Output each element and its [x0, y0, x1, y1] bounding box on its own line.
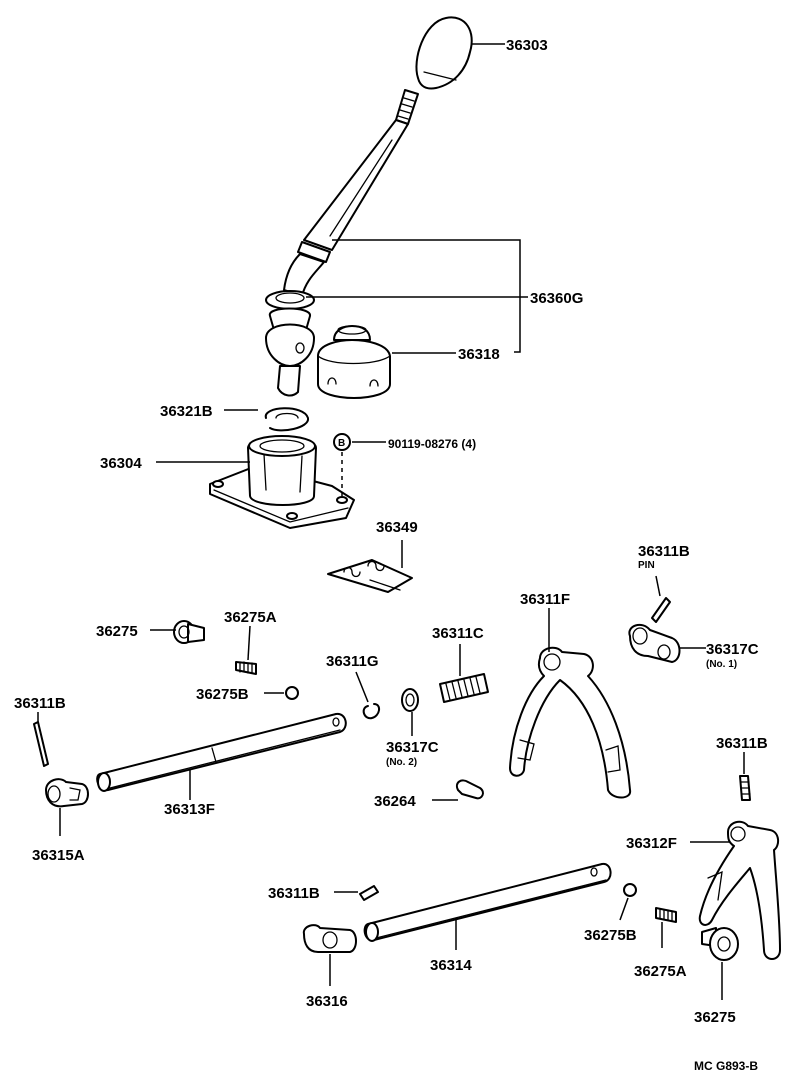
pin-right [739, 775, 751, 801]
plug-lower [701, 927, 739, 961]
label-36312F: 36312F [626, 835, 677, 852]
label-36315A: 36315A [32, 847, 85, 864]
label-36311G: 36311G [326, 653, 379, 670]
label-36303: 36303 [506, 37, 548, 54]
label-36311B-right: 36311B [716, 735, 768, 752]
label-36311C: 36311C [432, 625, 484, 642]
shift-fork-lower [698, 820, 781, 960]
label-36311B-bottom: 36311B [268, 885, 320, 902]
diagram-code: MC G893-B [694, 1059, 758, 1073]
label-36275-top: 36275 [96, 623, 138, 640]
pin-36264 [456, 779, 484, 800]
label-36264: 36264 [374, 793, 416, 810]
label-36311B-left: 36311B [14, 695, 66, 712]
pin-left [33, 721, 49, 767]
spring-36311C [439, 673, 489, 703]
shift-shaft-upper [96, 712, 347, 792]
spring-36275A-lower [655, 907, 677, 923]
leader-36311G [355, 671, 369, 703]
plug-upper [173, 620, 205, 644]
spring-36275A-upper [235, 661, 257, 675]
label-pin: PIN [638, 560, 655, 571]
pin-upper [651, 597, 671, 623]
ring-no2 [401, 688, 419, 712]
label-36275B-bottom: 36275B [584, 927, 637, 944]
label-36311B-pin: 36311B [638, 543, 690, 560]
shift-fork-upper [509, 646, 632, 799]
label-36314: 36314 [430, 957, 472, 974]
snap-ring [264, 407, 309, 432]
label-36316: 36316 [306, 993, 348, 1010]
label-36275A-bottom: 36275A [634, 963, 687, 980]
leader-36275A-top [247, 625, 251, 661]
bolt-mark: B [338, 438, 345, 449]
pin-bottom [359, 885, 379, 901]
lever-retainer [209, 435, 355, 529]
spring-36311G [362, 703, 380, 720]
label-no1: (No. 1) [706, 659, 737, 670]
dust-boot [317, 325, 391, 399]
spring-plate [327, 559, 413, 593]
label-36321B: 36321B [160, 403, 213, 420]
leader-bracket-36360G [332, 239, 521, 353]
shift-head-no1 [628, 623, 681, 663]
ball-lower [623, 883, 637, 897]
leader-36275B-bottom [619, 897, 629, 921]
shift-shaft-lower [363, 862, 612, 942]
label-36313F: 36313F [164, 801, 215, 818]
ball-upper [285, 686, 299, 700]
label-36311F: 36311F [520, 591, 570, 608]
label-36275-bottom: 36275 [694, 1009, 736, 1026]
label-36304: 36304 [100, 455, 142, 472]
label-no2: (No. 2) [386, 757, 417, 768]
label-36360G: 36360G [530, 290, 583, 307]
leader-36311B-pin [655, 575, 661, 597]
label-36317C-1: 36317C [706, 641, 759, 658]
shift-lever [265, 89, 419, 397]
label-36275B-top: 36275B [196, 686, 249, 703]
shift-head-36316 [302, 924, 357, 953]
label-36349: 36349 [376, 519, 418, 536]
label-bolt: 90119-08276 (4) [388, 437, 476, 451]
label-36317C-2: 36317C [386, 739, 439, 756]
label-36275A-top: 36275A [224, 609, 277, 626]
shift-knob [415, 16, 473, 90]
shift-head-36315A [45, 778, 89, 808]
bolt-callout: B [333, 433, 386, 496]
label-36318: 36318 [458, 346, 500, 363]
